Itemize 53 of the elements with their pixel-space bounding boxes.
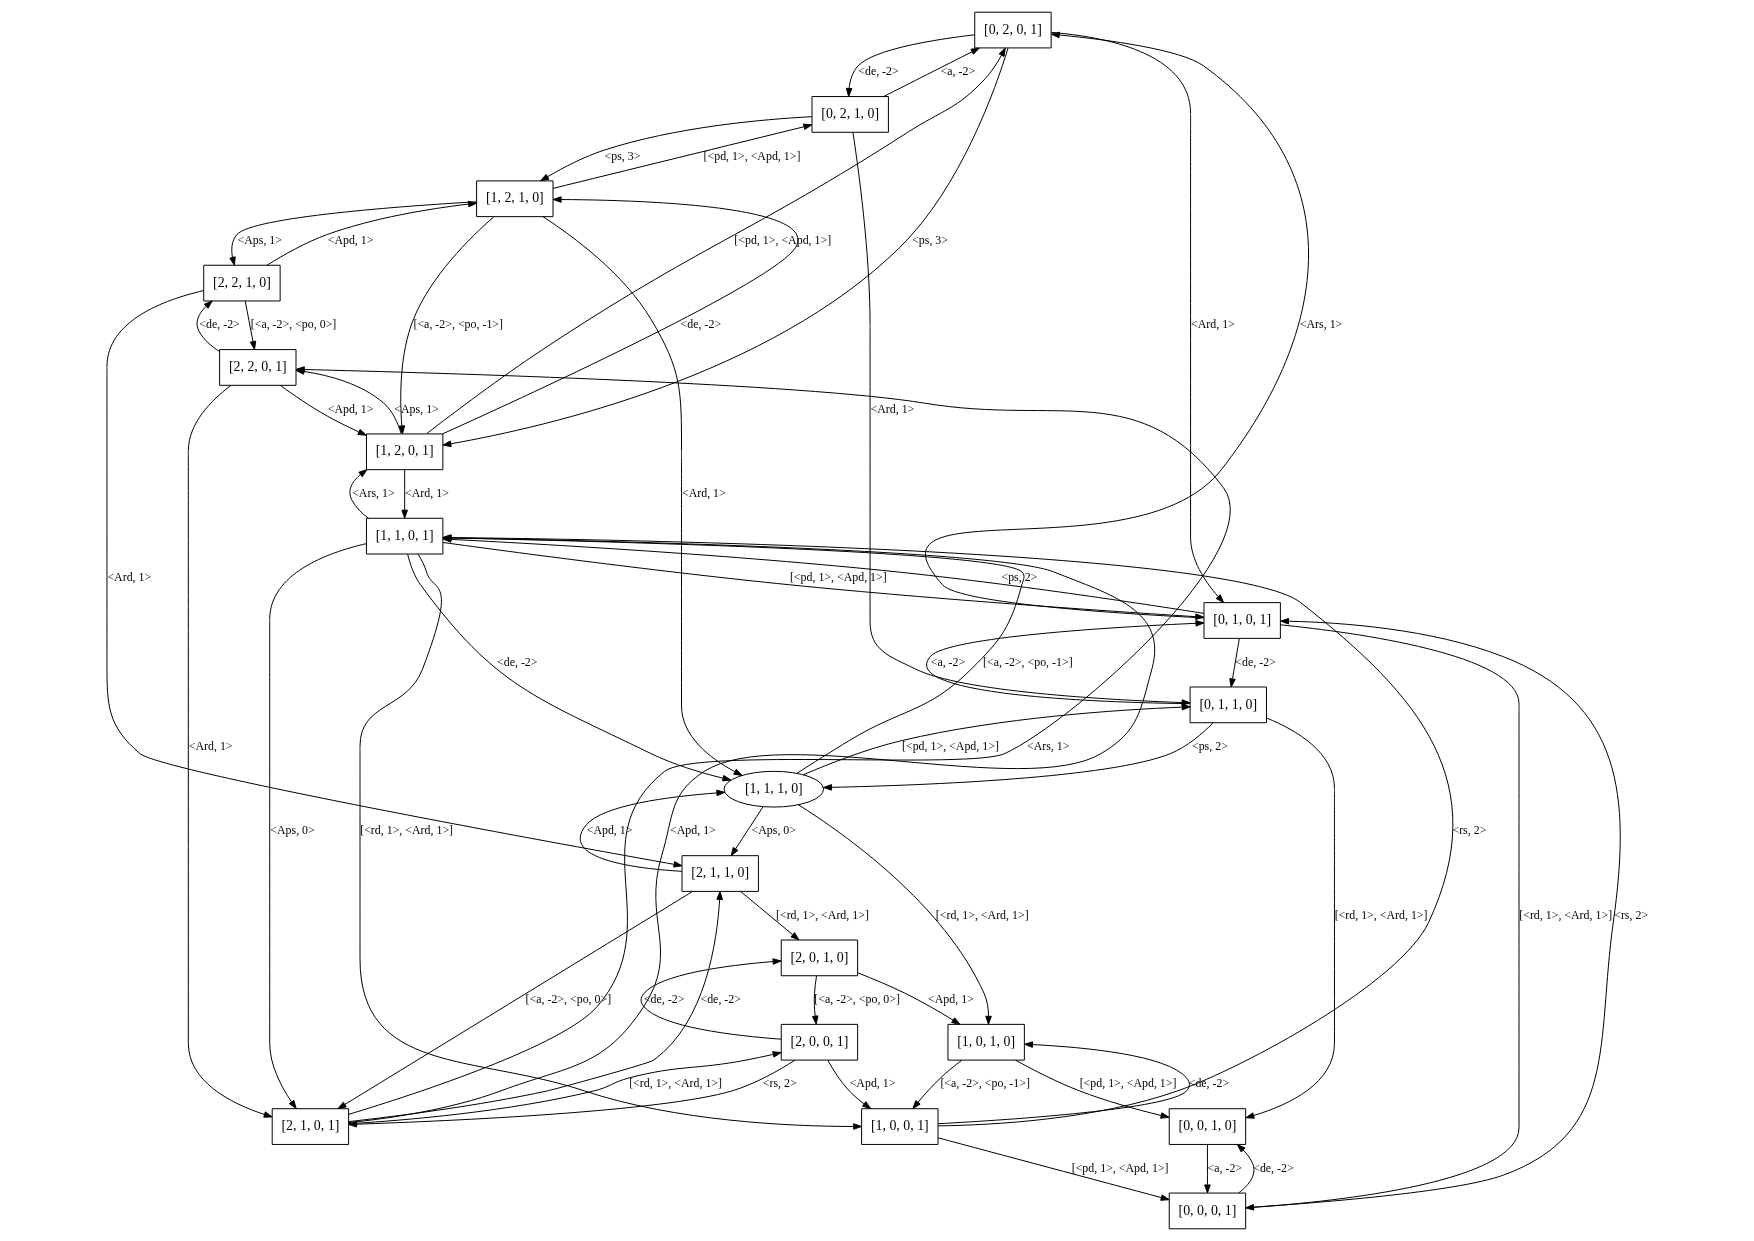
edge-label: <Ard, 1>: [869, 401, 914, 416]
edge-label: <rs, 2>: [1613, 907, 1648, 922]
edge-label: [<rd, 1>, <Ard, 1>]: [775, 907, 869, 922]
edge-label: <Apd, 1>: [586, 823, 632, 838]
edge-label: [<pd, 1>, <Apd, 1>]: [703, 148, 800, 163]
edge-label: <rs, 2>: [762, 1076, 797, 1091]
edge-label: [<pd, 1>, <Apd, 1>]: [901, 739, 999, 754]
edge-label: <Ars, 1>: [1026, 739, 1069, 754]
edge-label: <de, -2>: [496, 654, 538, 669]
edge-label: <a, -2>: [930, 654, 965, 669]
edge-label: <Ard, 1>: [188, 739, 233, 754]
edge-label: <de, -2>: [680, 317, 721, 332]
edge-label: [<a, -2>, <po, 0>]: [525, 992, 611, 1007]
edge-label: <a, -2>: [1207, 1160, 1242, 1175]
edge-label: <ps, 3>: [604, 148, 640, 163]
edge-label: <Apd, 1>: [327, 233, 373, 248]
edge-label: [<pd, 1>, <Apd, 1>]: [1071, 1160, 1169, 1175]
edge-label: <Apd, 1>: [849, 1076, 895, 1091]
edge-label: [<pd, 1>, <Apd, 1>]: [1079, 1076, 1176, 1091]
edge-label: <de, -2>: [198, 317, 240, 332]
edge-label: [<rd, 1>, <Ard, 1>]: [935, 907, 1029, 922]
edge-label: <Aps, 1>: [393, 401, 439, 416]
edge-label: <Ard, 1>: [404, 486, 449, 501]
edge-label: <Aps, 0>: [751, 823, 796, 838]
edge-label: <a, -2>: [940, 64, 975, 79]
edge-label: [<rd, 1>, <Ard, 1>]: [359, 823, 453, 838]
edge-label: <Ars, 1>: [351, 486, 395, 501]
edge-label: <Ard, 1>: [681, 486, 726, 501]
edge-label: [<rd, 1>, <Ard, 1>]: [1334, 907, 1428, 922]
edge-label: [<a, -2>, <po, -1>]: [982, 654, 1073, 669]
edge-label: <Aps, 0>: [269, 823, 315, 838]
edge-label: <Apd, 1>: [927, 992, 974, 1007]
edge-label: <Apd, 1>: [327, 401, 373, 416]
edge-label: <de, -2>: [699, 992, 741, 1007]
edge-label: <rs, 2>: [1451, 823, 1486, 838]
edge-label: [<a, -2>, <po, -1>]: [939, 1076, 1030, 1091]
edge-label: <ps, 2>: [1000, 570, 1037, 585]
edge-label: [<a, -2>, <po, -1>]: [412, 317, 503, 332]
edge-label: <Ars, 1>: [1299, 317, 1342, 332]
edge-label: [<pd, 1>, <Apd, 1>]: [789, 570, 887, 585]
edge-label: <ps, 2>: [1191, 739, 1228, 754]
edge-label: <ps, 3>: [911, 233, 948, 248]
edge-label: <Ard, 1>: [1190, 317, 1235, 332]
edge-label: <de, -2>: [857, 64, 899, 79]
edge-label: [<rd, 1>, <Ard, 1>]: [1518, 907, 1612, 922]
edge-label: [<rd, 1>, <Ard, 1>]: [628, 1076, 722, 1091]
edge-label: <de, -2>: [1252, 1160, 1294, 1175]
edge-label: <Aps, 1>: [237, 233, 282, 248]
edge-label: [<a, -2>, <po, 0>]: [813, 992, 900, 1007]
edge-label: <Ard, 1>: [106, 570, 151, 585]
edge-label: [<a, -2>, <po, 0>]: [250, 317, 336, 332]
edge-label: <de, -2>: [1234, 654, 1276, 669]
edge-label: <Apd, 1>: [669, 823, 716, 838]
